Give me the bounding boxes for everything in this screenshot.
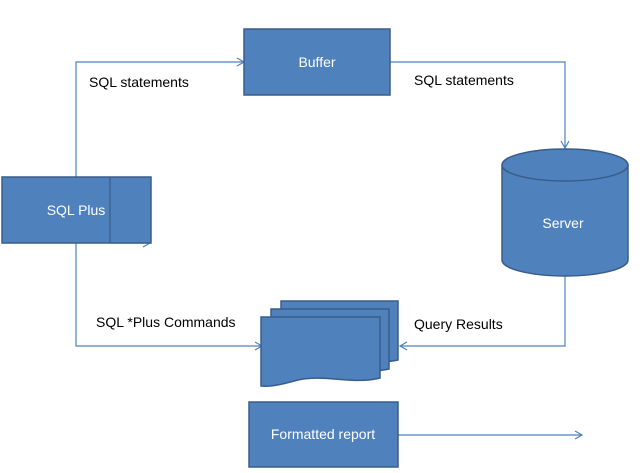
formatted-report-label: Formatted report xyxy=(271,426,375,442)
buffer-box xyxy=(243,28,391,96)
edge-label-buffer-to-server: SQL statements xyxy=(414,72,514,88)
sql-plus-box xyxy=(1,176,152,244)
connector-server-to-documents xyxy=(400,275,566,347)
server-cylinder-body xyxy=(501,165,629,277)
server-label: Server xyxy=(542,215,584,231)
connector-sqlplus-to-documents xyxy=(75,243,262,347)
edge-label-sqlplus-commands: SQL *Plus Commands xyxy=(96,314,236,330)
server-cylinder-top xyxy=(501,148,629,182)
arrowhead-report-output xyxy=(574,430,584,440)
documents-icon xyxy=(260,300,399,387)
document-front xyxy=(260,316,381,387)
connector-sqlplus-to-buffer xyxy=(75,61,244,177)
buffer-label: Buffer xyxy=(298,54,335,70)
sql-plus-label: SQL Plus xyxy=(47,202,106,218)
arrowhead-to-documents-right xyxy=(398,341,408,351)
formatted-report-box xyxy=(248,401,399,468)
edge-label-sqlplus-to-buffer: SQL statements xyxy=(89,74,189,90)
connector-buffer-to-server xyxy=(390,61,566,148)
arrowhead-to-server xyxy=(560,140,570,150)
edge-label-query-results: Query Results xyxy=(414,316,503,332)
server-cylinder xyxy=(501,148,629,277)
